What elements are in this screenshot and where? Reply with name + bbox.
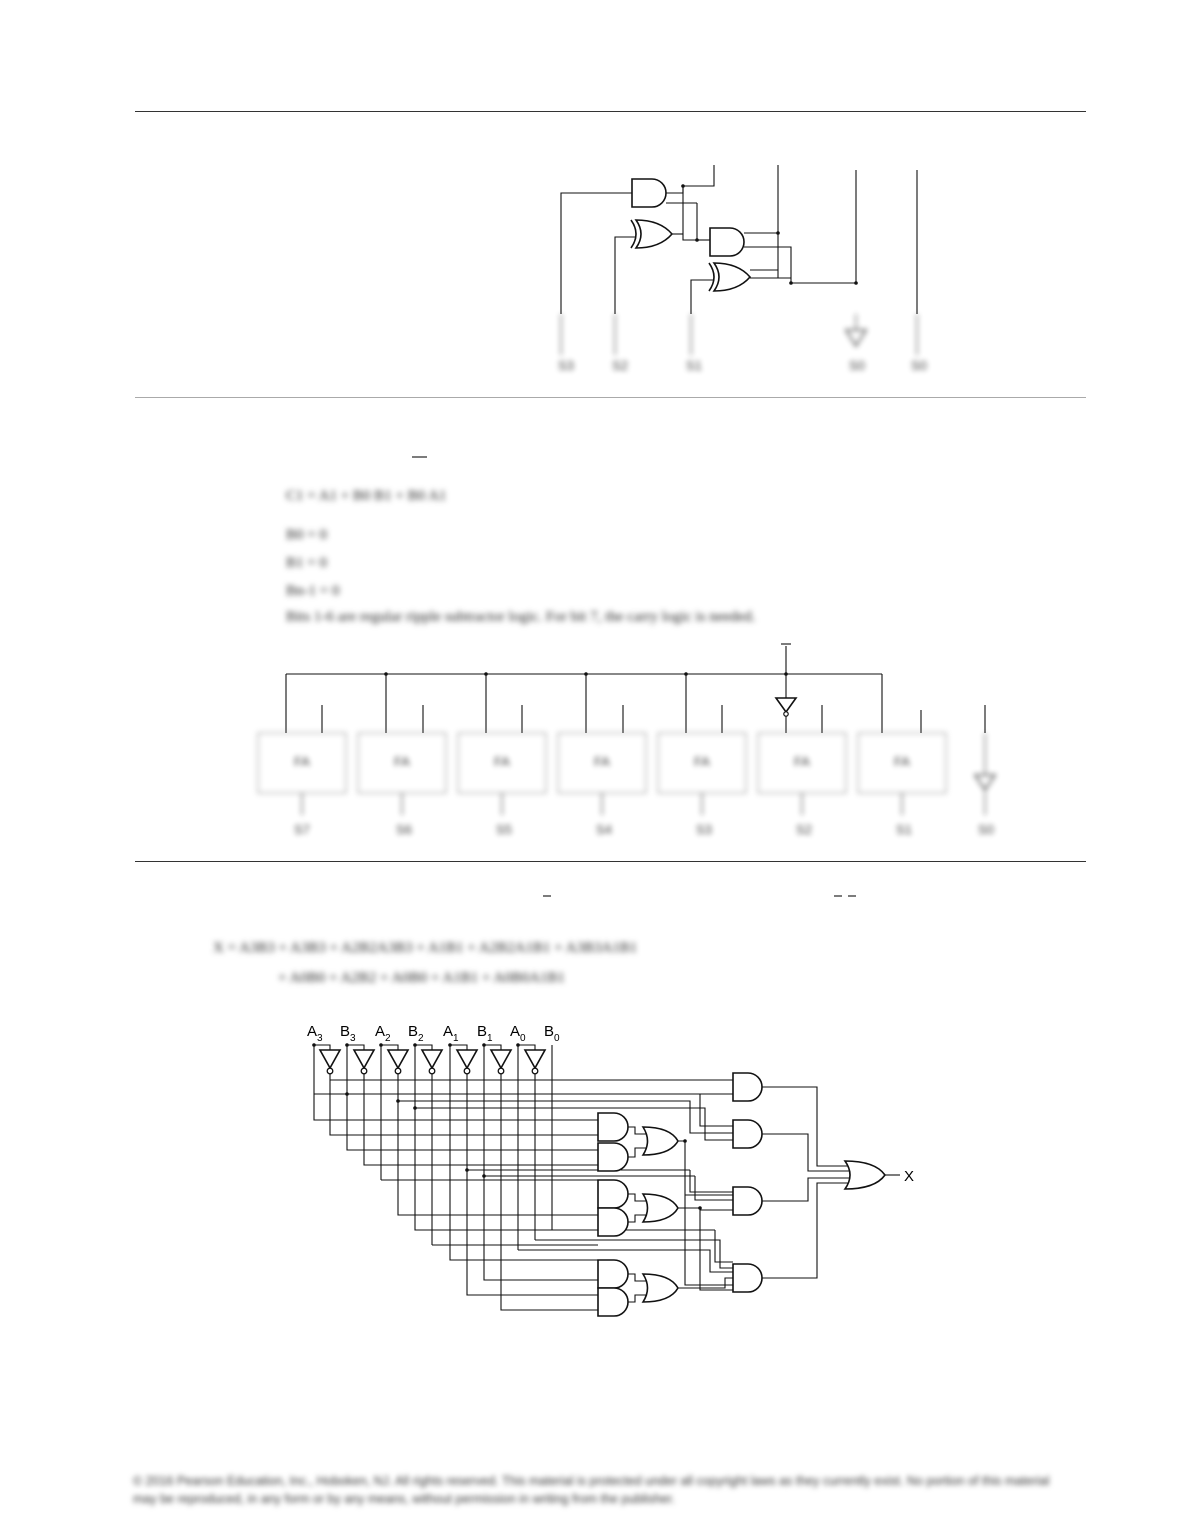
copyright-footer: © 2016 Pearson Education, Inc., Hoboken,… (133, 1474, 1050, 1506)
middle-note: Bits 1-6 are regular ripple subtractor l… (286, 609, 756, 625)
comparator-input-labels: A3 B3 A2 B2 A1 B1 A0 B0 (307, 1023, 560, 1044)
output-label: S4 (596, 822, 612, 837)
and-or-block-1 (597, 1112, 733, 1286)
comparator-equation-line1: X = A3B3 + A3B3 + A2B2A3B3 + A1B1 + A2B2… (213, 940, 638, 956)
fa-label: FA (594, 754, 610, 769)
fa-label: FA (894, 754, 910, 769)
right-and-gates (732, 1072, 763, 1293)
top-output-label: S2 (612, 358, 628, 373)
middle-rule (135, 397, 1086, 398)
inverter-row (312, 1043, 598, 1311)
output-label: S1 (896, 822, 912, 837)
comparator-diagram: A3 B3 A2 B2 A1 B1 A0 B0 (307, 895, 914, 1317)
and-or-block-3 (597, 1259, 733, 1317)
middle-line: Bn-1 = 0 (286, 583, 340, 599)
fa-label: FA (494, 754, 510, 769)
middle-equation: C1 = A1 + B0 B1 + B0 A1 (286, 488, 447, 504)
middle-line: B1 = 0 (286, 555, 327, 571)
input-label: B0 (544, 1023, 560, 1044)
fa-label: FA (794, 754, 810, 769)
input-label: A3 (307, 1023, 323, 1044)
output-label: S6 (396, 822, 412, 837)
final-or-gate (843, 1160, 886, 1190)
output-label: S0 (978, 822, 994, 837)
top-output-label: S1 (686, 358, 702, 373)
fa-label: FA (694, 754, 710, 769)
top-blurred-lower: S3 S2 S1 S0 S0 (558, 314, 927, 373)
output-label: S7 (294, 822, 310, 837)
top-rule (135, 111, 1086, 112)
middle-line: B0 = 0 (286, 527, 327, 543)
and-or-block-2 (597, 1179, 733, 1291)
top-output-label: S3 (558, 358, 574, 373)
top-output-label: S0 (849, 358, 865, 373)
lower-rule (135, 861, 1086, 862)
top-output-label: S0 (911, 358, 927, 373)
ripple-subtractor-diagram: FA FA FA FA FA FA FA S7 S6 S5 S4 S3 S2 S… (257, 456, 997, 837)
output-label: S3 (696, 822, 712, 837)
input-label: B3 (340, 1023, 356, 1044)
output-label: S2 (796, 822, 812, 837)
input-label: A1 (443, 1023, 459, 1044)
top-adder-diagram: S3 S2 S1 S0 S0 (558, 165, 927, 373)
output-x-label: X (904, 1168, 914, 1185)
input-label: A0 (510, 1023, 526, 1044)
input-label: A2 (375, 1023, 391, 1044)
fa-label: FA (294, 754, 310, 769)
input-label: B1 (477, 1023, 493, 1044)
output-label: S5 (496, 822, 512, 837)
fa-label: FA (394, 754, 410, 769)
comparator-equation-line2: + A0B0 + A2B2 + A0B0 + A1B1 + A0B0A1B1 (278, 970, 565, 986)
input-label: B2 (408, 1023, 424, 1044)
full-adder-row: FA FA FA FA FA FA FA S7 S6 S5 S4 S3 S2 S… (257, 732, 997, 837)
